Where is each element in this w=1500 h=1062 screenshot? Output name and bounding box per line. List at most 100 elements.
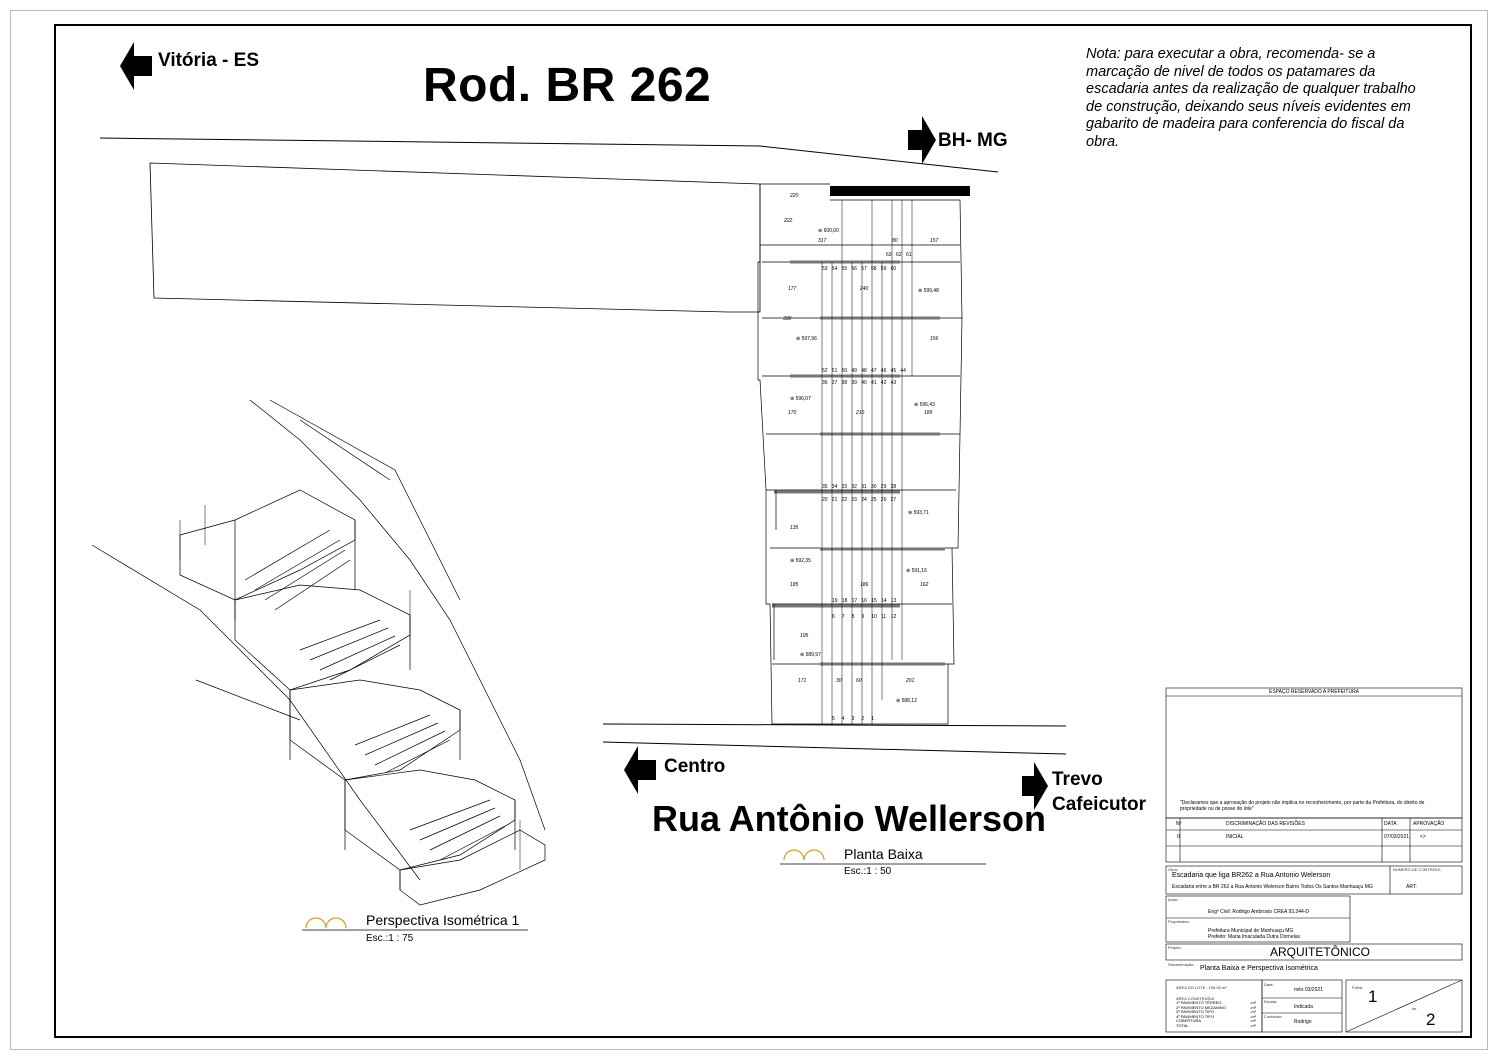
iso-view-scale: Esc.:1 : 75 xyxy=(366,933,414,944)
conteudo-value: Rodrigo xyxy=(1294,1019,1312,1025)
area-row-value: -m² xyxy=(1250,1000,1256,1005)
area-row-name: 4º PAVIMENTO TIPO xyxy=(1176,1013,1215,1019)
step-number: 55 xyxy=(841,266,848,272)
step-number: 61 xyxy=(906,252,912,258)
level-mark: ⊕ 596,07 xyxy=(790,396,811,402)
step-number: 49 xyxy=(851,368,857,374)
art-label: ART: xyxy=(1406,884,1417,890)
area-row: 3º PAVIMENTO TIPO-m² xyxy=(1176,1010,1256,1015)
discriminacao-value: Planta Baixa e Perspectiva Isométrica xyxy=(1200,965,1318,972)
rev-header-no: Nº xyxy=(1176,821,1182,827)
step-number: 39 xyxy=(851,380,857,386)
level-mark: ⊕ 589,97 xyxy=(800,652,821,658)
dimension-label: 156 xyxy=(930,336,939,342)
dimension-label: 186 xyxy=(860,582,869,588)
areas-list: 1º PAVIMENTO TÉRREO -m² 2º PAVIMENTO MEZAN… xyxy=(1176,1000,1256,1029)
escala-label: Escala: xyxy=(1264,999,1278,1004)
dimension-label: 220 xyxy=(790,193,799,199)
dimension-label: 317 xyxy=(818,238,827,244)
level-mark: ⊕ 591,16 xyxy=(906,568,927,574)
folha-total: 2 xyxy=(1426,1010,1436,1029)
lot-boundary xyxy=(149,162,761,313)
area-row-name: 2º PAVIMENTO MEZANINO xyxy=(1176,1004,1226,1010)
step-number: 13 xyxy=(890,598,897,604)
proprietario-label: Proprietário: xyxy=(1168,919,1190,924)
step-number: 21 xyxy=(831,497,838,503)
step-number: 19 xyxy=(832,598,838,604)
step-number: 40 xyxy=(861,380,867,386)
step-number: 20 xyxy=(822,497,828,503)
step-number: 42 xyxy=(880,380,887,386)
step-number: 2 xyxy=(861,716,865,722)
step-number: 18 xyxy=(841,598,848,604)
projeto-title: ARQUITETÔNICO xyxy=(1270,945,1371,959)
area-row-name: 1º PAVIMENTO TÉRREO xyxy=(1176,1000,1222,1005)
step-number: 62 xyxy=(896,252,902,258)
dimension-label: 30 xyxy=(836,678,842,684)
area-construida-label: ÁREA CONSTRUÍDA xyxy=(1176,996,1215,1001)
step-number: 11 xyxy=(881,614,887,620)
proprietario-2: Prefeito: Maria Imaculada Dutra Dornelas xyxy=(1208,934,1300,940)
controle-label: NUMERO DE CONTROLE xyxy=(1393,867,1441,872)
area-row: TOTAL-m² xyxy=(1176,1023,1256,1029)
step-number: 44 xyxy=(900,368,906,374)
dimension-label: 170 xyxy=(788,410,797,416)
dimension-label: 171 xyxy=(798,678,807,684)
rev-row-desc: INICIAL xyxy=(1226,834,1244,840)
folha-de: de xyxy=(1412,1006,1417,1011)
plan-drawing xyxy=(757,183,970,725)
step-number: 33 xyxy=(841,484,848,490)
area-row-name: 3º PAVIMENTO TIPO xyxy=(1176,1009,1215,1015)
obra-address: Escadaria entre a BR 262 a Rua Antonio W… xyxy=(1172,884,1373,890)
step-number: 14 xyxy=(881,598,887,604)
rev-row-date: 07/03/2021 xyxy=(1384,834,1410,840)
area-row: 1º PAVIMENTO TÉRREO -m² xyxy=(1176,1000,1256,1006)
folha-current: 1 xyxy=(1368,987,1378,1006)
step-number: 37 xyxy=(831,380,838,386)
step-number: 51 xyxy=(831,368,838,374)
step-number: 28 xyxy=(890,484,897,490)
arrow-left-icon xyxy=(120,42,152,90)
rev-row-no: 0 xyxy=(1177,834,1180,840)
dimension-label: 195 xyxy=(800,633,809,639)
area-row-value: -m² xyxy=(1250,1018,1256,1024)
step-number: 45 xyxy=(890,368,897,374)
step-number: 57 xyxy=(861,266,867,272)
step-number: 10 xyxy=(871,614,877,620)
step-number: 35 xyxy=(822,484,828,490)
step-number: 52 xyxy=(822,368,828,374)
rev-header-date: DATA xyxy=(1384,821,1397,827)
step-number: 38 xyxy=(841,380,848,386)
title-block-lines xyxy=(1165,687,1463,1033)
discriminacao-label: Discriminação: xyxy=(1168,962,1195,967)
level-mark: ⊕ 588,12 xyxy=(896,698,917,704)
step-number: 27 xyxy=(890,497,897,503)
data-label: Data: xyxy=(1264,982,1274,987)
reserved-area-label: ESPAÇO RESERVADO A PREFEITURA xyxy=(1268,689,1360,695)
proprietario-1: Prefeitura Municipal de Manhuaçu MG xyxy=(1208,928,1294,934)
street-name-antonio-wellerson: Rua Antônio Wellerson xyxy=(652,798,1047,839)
road-name-br262: Rod. BR 262 xyxy=(423,59,712,112)
dimension-label: 222 xyxy=(784,218,793,224)
step-number: 54 xyxy=(831,266,838,272)
dimension-label: 185 xyxy=(790,582,799,588)
construction-note: Nota: para executar a obra, recomenda- s… xyxy=(1086,46,1416,150)
isometric-drawing xyxy=(91,399,546,906)
step-number: 41 xyxy=(871,380,877,386)
step-number: 47 xyxy=(871,368,877,374)
level-mark: ⊕ 599,48 xyxy=(918,288,939,294)
drawing-frame xyxy=(54,24,1472,1038)
step-number: 5 xyxy=(832,716,835,722)
step-number: 4 xyxy=(841,716,845,722)
step-number: 58 xyxy=(871,266,877,272)
direction-label-bh: BH- MG xyxy=(938,130,1008,151)
step-number: 50 xyxy=(841,368,848,374)
area-row-value: -m² xyxy=(1250,1004,1256,1010)
dimension-label: 60 xyxy=(856,678,862,684)
step-number: 3 xyxy=(851,716,855,722)
dimension-label: 162 xyxy=(920,582,929,588)
plan-view-title: Planta Baixa xyxy=(844,846,923,862)
dimension-label: 189 xyxy=(924,410,933,416)
step-number: 29 xyxy=(880,484,887,490)
dimension-label: 240 xyxy=(860,286,869,292)
